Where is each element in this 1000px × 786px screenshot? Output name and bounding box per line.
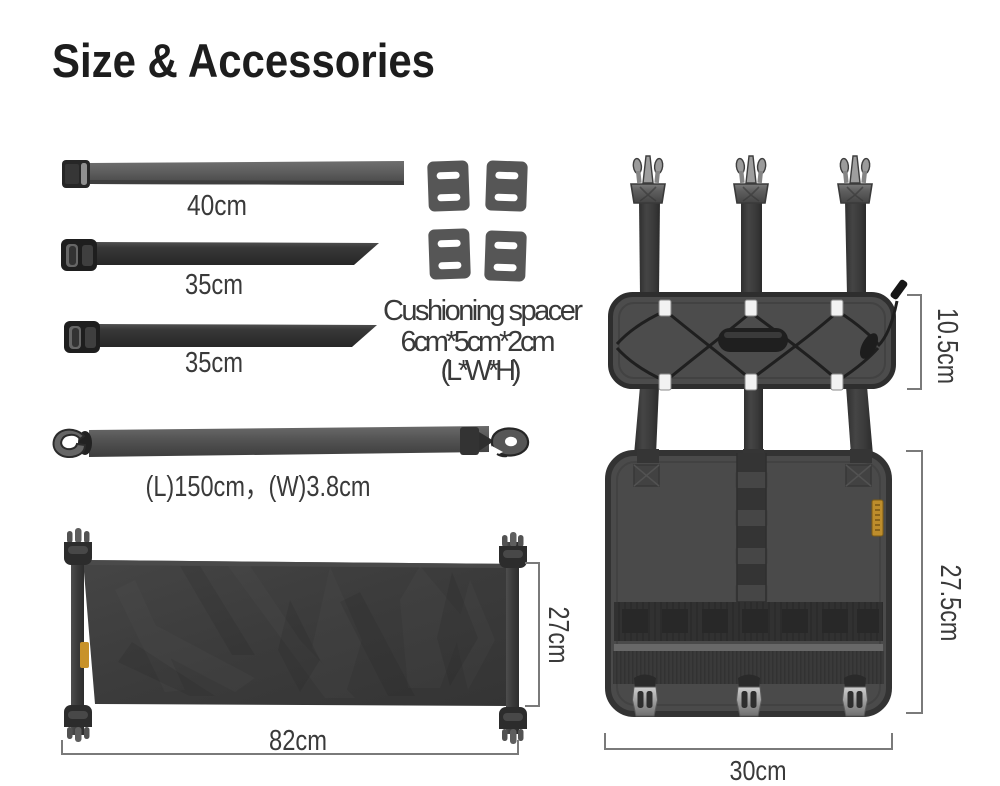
svg-text:35cm: 35cm: [185, 347, 243, 379]
svg-text:82cm: 82cm: [269, 725, 327, 757]
svg-text:35cm: 35cm: [185, 269, 243, 301]
svg-text:6cm*5cm*2cm: 6cm*5cm*2cm: [401, 326, 556, 358]
svg-text:40cm: 40cm: [187, 190, 247, 222]
svg-text:Cushioning spacer: Cushioning spacer: [383, 295, 583, 327]
svg-text:27cm: 27cm: [542, 607, 574, 664]
svg-text:27.5cm: 27.5cm: [934, 565, 966, 642]
svg-text:30cm: 30cm: [730, 755, 787, 786]
svg-text:Size & Accessories: Size & Accessories: [52, 35, 435, 88]
svg-text:(L*W*H): (L*W*H): [441, 355, 522, 387]
svg-text:10.5cm: 10.5cm: [931, 308, 963, 384]
svg-text:(L)150cm，(W)3.8cm: (L)150cm，(W)3.8cm: [146, 471, 371, 503]
